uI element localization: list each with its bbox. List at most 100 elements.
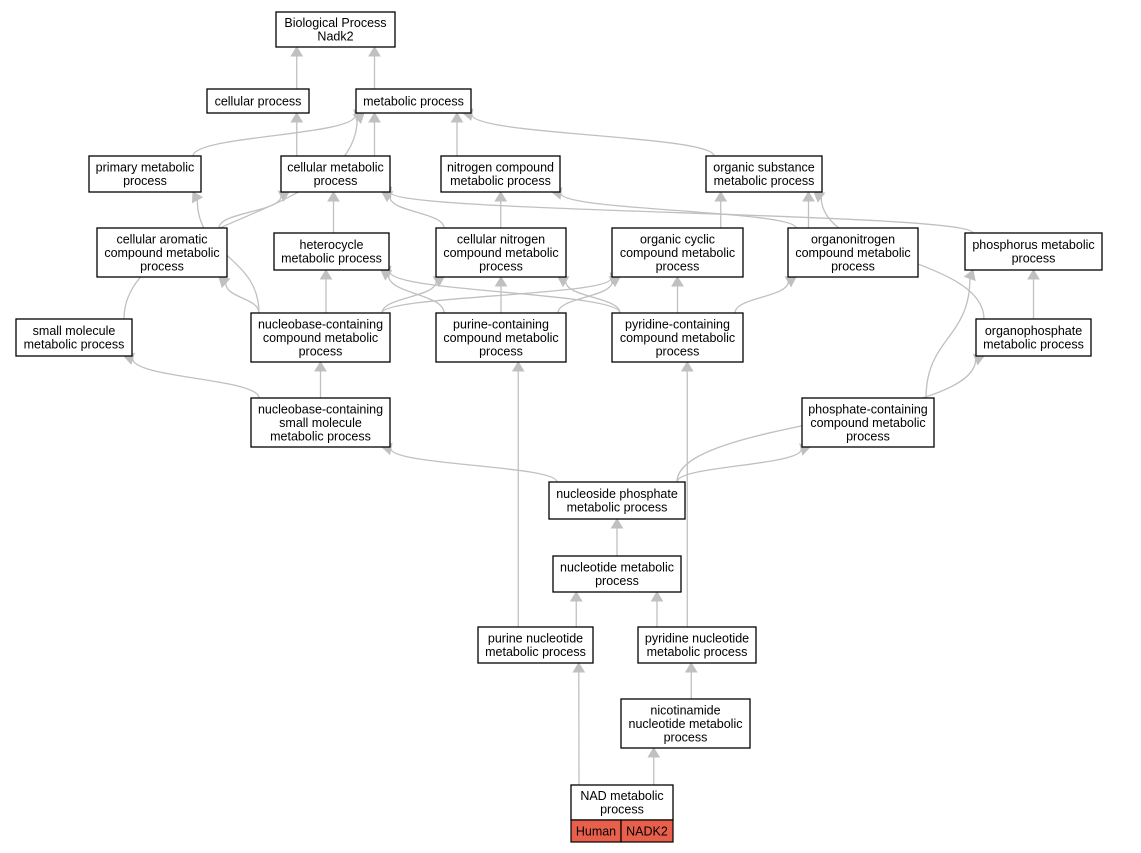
node-box — [435, 312, 567, 363]
gene-label: NADK2 — [626, 825, 668, 839]
arrowhead — [290, 112, 304, 123]
edge-purine_containing-to-heterocycle — [387, 274, 445, 314]
edge-cellular_aromatic-to-cellular_metabolic — [218, 195, 282, 229]
edge-nucleobase_compound-to-cellular_nitrogen — [381, 281, 437, 314]
node-box — [355, 88, 472, 114]
node-label: nucleobase-containing — [258, 317, 383, 331]
edge-organic_substance-to-metabolic_process — [471, 114, 715, 157]
edge-nucleobase_compound-to-cellular_aromatic — [225, 282, 260, 314]
node-label: NAD metabolic — [580, 789, 663, 803]
node-label: nitrogen compound — [447, 161, 554, 175]
node-label: process — [831, 259, 875, 273]
node-box — [552, 555, 682, 593]
node-metabolic-process[interactable]: metabolic process — [355, 88, 472, 114]
arrowhead — [963, 269, 976, 282]
node-label: organic cyclic — [640, 232, 715, 246]
arrowhead — [352, 112, 365, 125]
edge-pyridine_containing-to-heterocycle — [389, 271, 621, 314]
arrowhead — [610, 518, 624, 529]
node-label: nucleoside phosphate — [556, 487, 678, 501]
node-box — [206, 88, 310, 114]
edge-phosphate_containing-to-phosphorus — [925, 278, 971, 399]
node-label: process — [479, 259, 523, 273]
node-label: phosphorus metabolic — [972, 238, 1094, 252]
node-box — [787, 227, 919, 278]
node-box — [273, 232, 390, 271]
arrowhead — [1027, 269, 1040, 280]
node-box — [88, 155, 202, 193]
arrowhead — [671, 276, 684, 287]
node-box — [611, 312, 744, 363]
node-box — [250, 397, 391, 448]
node-cellular-process[interactable]: cellular process — [206, 88, 310, 114]
arrowhead — [290, 46, 304, 57]
node-label: pyridine-containing — [625, 317, 730, 331]
node-box — [15, 318, 133, 357]
node-label: metabolic process — [24, 338, 125, 352]
node-label: compound metabolic — [620, 246, 735, 260]
gene-cell — [620, 819, 674, 843]
node-label: compound metabolic — [620, 331, 735, 345]
node-label: process — [123, 174, 167, 188]
edge-nucleobase_small-to-small_molecule — [131, 358, 260, 399]
node-label: pyridine nucleotide — [645, 632, 749, 646]
edge-phosphorus-to-cellular_metabolic — [390, 192, 974, 234]
node-box — [611, 227, 744, 278]
node-box — [548, 481, 686, 520]
arrowhead — [569, 591, 583, 602]
node-box — [96, 227, 228, 278]
node-label: compound metabolic — [443, 331, 558, 345]
node-label: process — [846, 429, 890, 443]
arrowhead — [368, 46, 381, 57]
node-box — [801, 397, 935, 448]
node-label: process — [656, 259, 700, 273]
node-label: process — [140, 259, 184, 273]
node-box — [435, 227, 567, 278]
edge-small_molecule-to-metabolic_process — [123, 118, 358, 320]
node-box — [637, 626, 757, 664]
node-label: primary metabolic — [96, 161, 195, 175]
arrowhead — [319, 269, 333, 280]
arrowhead — [494, 276, 508, 287]
node-label: metabolic process — [647, 645, 748, 659]
arrowhead — [368, 112, 381, 123]
node-label: cellular metabolic — [287, 161, 384, 175]
arrowhead — [191, 191, 204, 204]
node-label: nucleotide metabolic — [560, 561, 674, 575]
node-label: Nadk2 — [317, 30, 353, 44]
node-box — [975, 318, 1092, 357]
node-label: process — [314, 174, 358, 188]
node-box — [275, 11, 396, 48]
node-label: organonitrogen — [811, 232, 895, 246]
node-box — [620, 698, 751, 749]
arrowhead — [572, 662, 586, 673]
edge-pyridine_containing-to-cellular_nitrogen — [565, 281, 621, 314]
node-label: process — [664, 730, 708, 744]
